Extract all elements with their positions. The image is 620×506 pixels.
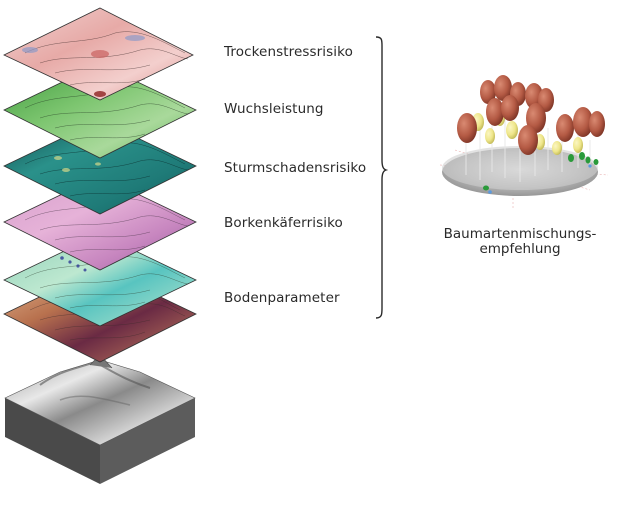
label-bodenparameter: Bodenparameter <box>224 290 340 306</box>
caption-line-2: empfehlung <box>479 241 561 257</box>
tree-mix-recommendation-graphic <box>439 75 609 210</box>
label-sturmschadensrisiko: Sturmschadensrisiko <box>224 160 367 176</box>
layer-trockenstressrisiko-map <box>3 7 194 101</box>
layer-borkenkaeferrisiko-map <box>3 175 197 271</box>
label-borkenkaeferrisiko: Borkenkäferrisiko <box>224 215 343 231</box>
result-caption: Baumartenmischungs- empfehlung <box>440 227 600 257</box>
caption-line-1: Baumartenmischungs- <box>443 226 597 242</box>
label-wuchsleistung: Wuchsleistung <box>224 101 324 117</box>
terrain-block <box>4 354 196 484</box>
tree-crowns-red <box>457 75 605 155</box>
layer-sturmschadensrisiko-map <box>3 119 197 215</box>
label-trockenstressrisiko: Trockenstressrisiko <box>224 44 353 60</box>
curly-brace <box>375 36 389 319</box>
tree-crowns-green <box>483 152 599 191</box>
layer-unlabeled-map <box>3 233 197 327</box>
